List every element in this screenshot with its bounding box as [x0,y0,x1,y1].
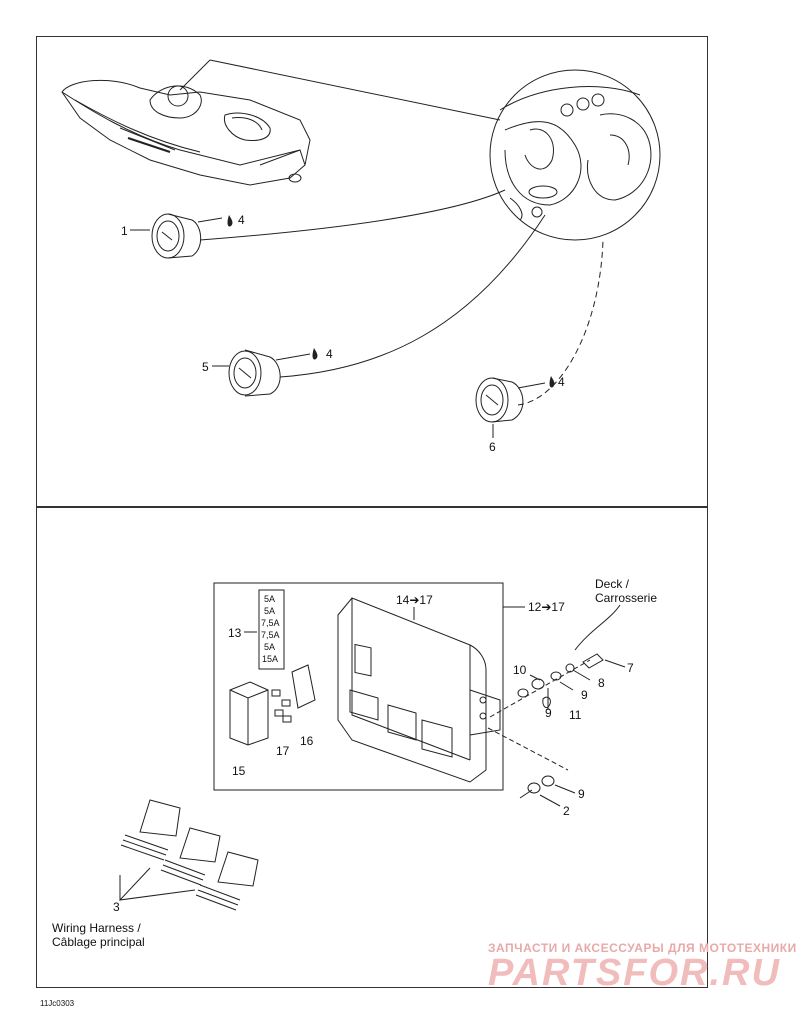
callout-4-c: 4 [558,375,565,389]
callout-5: 5 [202,360,209,374]
callout-9-a: 9 [581,688,588,702]
top-panel-frame [36,36,708,508]
fuse-label-box [258,589,285,670]
callout-7: 7 [627,661,634,675]
callout-6: 6 [489,440,496,454]
callout-14-17: 14➔17 [396,593,433,607]
deck-note: Deck / Carrosserie [595,577,657,605]
fuse-rating-1: 5A [264,594,276,604]
callout-1: 1 [121,224,128,238]
callout-17: 17 [276,744,290,758]
deck-note-line-1: Deck / [595,577,630,591]
harness-note-line-2: Câblage principal [52,935,145,949]
drawing-code: 11Jc0303 [40,999,75,1008]
callout-9-c: 9 [578,787,585,801]
callout-12-17: 12➔17 [528,600,565,614]
harness-note-line-1: Wiring Harness / [52,921,141,935]
sealant-drop-icons [227,215,555,388]
watermark-logo: PARTSFOR.RU [488,952,781,994]
callout-2: 2 [563,804,570,818]
fuse-rating-6: 15A [262,654,279,664]
gauge-5-drawing [228,349,281,397]
fuse-rating-3: 7,5A [261,618,280,628]
callout-11: 11 [569,708,582,722]
relay-15-drawing [229,681,269,746]
watermark-tagline: ЗАПЧАСТИ И АКСЕССУАРЫ ДЛЯ МОТОТЕХНИКИ [488,941,797,955]
fuse-rating-4: 7,5A [261,630,280,640]
bottom-panel-frame [36,506,708,988]
fuse-rating-5: 5A [264,642,276,652]
harness-note: Wiring Harness / Câblage principal [52,921,145,949]
callout-9-b: 9 [545,706,552,720]
callout-15: 15 [232,764,246,778]
callout-8: 8 [598,676,605,690]
callout-4-a: 4 [238,213,245,227]
callout-3: 3 [113,900,120,914]
callout-16: 16 [300,734,314,748]
ecu-detail-frame [213,582,504,791]
callout-10: 10 [513,663,527,677]
deck-note-line-2: Carrosserie [595,591,658,605]
gauge-1-drawing [151,213,202,259]
boat-illustration [61,79,311,186]
callout-4-b: 4 [326,347,333,361]
hardware-drawing [517,653,604,799]
harness-connectors-drawing [120,799,259,911]
gauge-6-drawing [475,377,524,423]
dash-zoom-illustration [489,69,661,241]
callout-13: 13 [228,626,242,640]
ecu-module-drawing [337,597,501,783]
fuse-puller-16 [291,664,316,709]
fuse-rating-2: 5A [264,606,276,616]
